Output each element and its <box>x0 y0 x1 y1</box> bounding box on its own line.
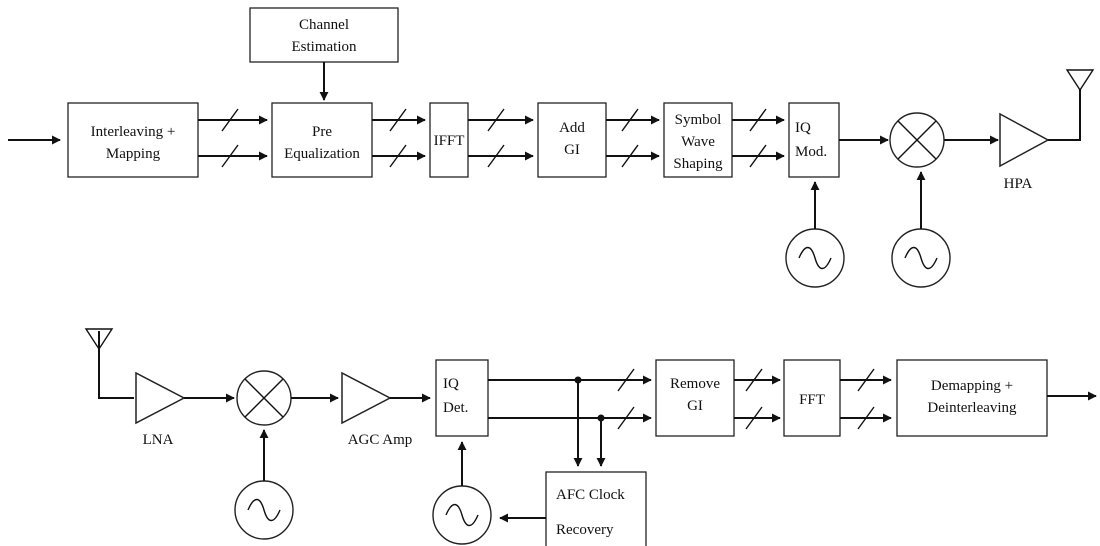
fft-label: FFT <box>799 392 825 408</box>
pre-equalization-block: Pre Equalization <box>271 102 373 178</box>
pre-eq-line2: Equalization <box>284 146 360 162</box>
add-gi-block: Add GI <box>537 102 607 178</box>
rx-iq-oscillator-icon <box>432 485 492 545</box>
channel-estimation-line1: Channel <box>299 17 349 33</box>
iqdet-to-removegi-bus <box>488 368 652 467</box>
symbol-wave-shaping-block: Symbol Wave Shaping <box>663 102 733 178</box>
tx-mixer-oscillator-icon <box>891 228 951 288</box>
tx-mixer-icon <box>889 112 945 168</box>
shaping-line3: Shaping <box>673 156 723 172</box>
tx-antenna-icon <box>1048 69 1095 141</box>
interleaving-mapping-block: Interleaving + Mapping <box>67 102 199 178</box>
channel-estimation-block: Channel Estimation <box>249 7 399 63</box>
rx-antenna-icon <box>84 328 134 399</box>
shaping-line2: Wave <box>681 134 715 150</box>
add-gi-line2: GI <box>564 142 580 158</box>
removegi-to-fft-bus <box>734 368 781 430</box>
iq-mod-block: IQ Mod. <box>788 102 840 178</box>
channel-estimation-line2: Estimation <box>292 39 357 55</box>
lna-label: LNA <box>143 432 174 448</box>
fft-to-demapping-bus <box>840 368 892 430</box>
iq-det-line2: Det. <box>443 400 468 416</box>
tx-bus-arrows <box>198 108 785 168</box>
rx-mixer-oscillator-icon <box>234 480 294 540</box>
agc-label: AGC Amp <box>348 432 413 448</box>
demapping-line2: Deinterleaving <box>927 400 1017 416</box>
afc-line1: AFC Clock <box>556 487 625 503</box>
demapping-line1: Demapping + <box>931 378 1013 394</box>
remove-gi-line1: Remove <box>670 376 720 392</box>
agc-amplifier-icon <box>341 371 392 425</box>
ifft-block: IFFT <box>429 102 469 178</box>
iq-mod-line2: Mod. <box>795 144 827 160</box>
afc-clock-recovery-block: AFC Clock Recovery <box>545 471 647 546</box>
pre-eq-line1: Pre <box>312 124 332 140</box>
iq-mod-line1: IQ <box>795 120 811 136</box>
hpa-label: HPA <box>1004 176 1033 192</box>
lna-amplifier-icon <box>135 371 186 425</box>
remove-gi-block: Remove GI <box>655 359 735 437</box>
interleaving-line2: Mapping <box>106 146 161 162</box>
fft-block: FFT <box>783 359 841 437</box>
remove-gi-line2: GI <box>687 398 703 414</box>
ifft-label: IFFT <box>434 133 465 149</box>
rx-mixer-icon <box>236 370 292 426</box>
hpa-amplifier-icon <box>999 112 1050 168</box>
tx-iq-oscillator-icon <box>785 228 845 288</box>
shaping-line1: Symbol <box>675 112 722 128</box>
interleaving-line1: Interleaving + <box>91 124 176 140</box>
iq-det-block: IQ Det. <box>435 359 489 437</box>
iq-det-line1: IQ <box>443 376 459 392</box>
afc-line2: Recovery <box>556 522 614 538</box>
demapping-block: Demapping + Deinterleaving <box>896 359 1048 437</box>
add-gi-line1: Add <box>559 120 585 136</box>
